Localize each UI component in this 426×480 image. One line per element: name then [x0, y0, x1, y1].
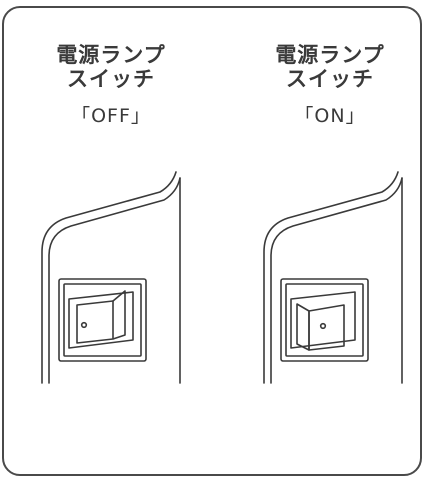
device-side-off	[41, 171, 181, 384]
switch-off-state-label: 「OFF」	[71, 105, 151, 127]
caption-off: 電源ランプ スイッチ 「OFF」	[31, 43, 191, 127]
switch-off-title-line1: 電源ランプ	[56, 43, 166, 67]
rocker-switch-off	[58, 278, 147, 362]
caption-on: 電源ランプ スイッチ 「ON」	[250, 43, 410, 127]
switch-off-title-line2: スイッチ	[67, 67, 155, 91]
switch-on-title-line2: スイッチ	[286, 67, 374, 91]
switch-on-title-line1: 電源ランプ	[275, 43, 385, 67]
panel-frame	[2, 6, 422, 476]
device-side-on	[263, 171, 403, 384]
switch-on-state-label: 「ON」	[294, 105, 366, 127]
rocker-switch-on	[280, 278, 369, 362]
